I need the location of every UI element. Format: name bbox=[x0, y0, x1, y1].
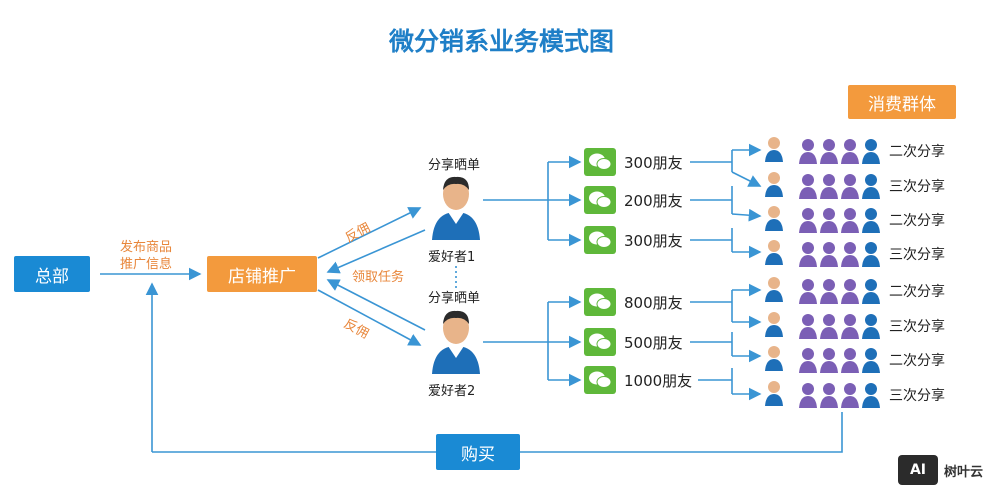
consumer-person-icon bbox=[764, 276, 784, 306]
fan1-avatar-icon bbox=[432, 176, 480, 240]
purchase-box: 购买 bbox=[436, 434, 520, 470]
wechat-icon bbox=[584, 288, 616, 316]
store-promotion-box: 店铺推广 bbox=[207, 256, 317, 292]
consumer-group-icon bbox=[798, 278, 881, 304]
consumer-group-icon bbox=[798, 241, 881, 267]
consumer-person-icon bbox=[764, 205, 784, 235]
consumer-person-icon bbox=[764, 136, 784, 166]
fan1-label: 爱好者1 bbox=[428, 250, 476, 265]
share-label-fan1: 分享晒单 bbox=[428, 158, 481, 173]
share-level-label: 二次分享 bbox=[889, 213, 945, 229]
friends-row-5: 500朋友 bbox=[584, 328, 683, 356]
take-task-label: 领取任务 bbox=[352, 270, 405, 285]
friends-count: 1000朋友 bbox=[624, 371, 693, 390]
friends-count: 500朋友 bbox=[624, 333, 683, 352]
friends-row-6: 1000朋友 bbox=[584, 366, 692, 394]
friends-row-4: 800朋友 bbox=[584, 288, 683, 316]
consumer-person-icon bbox=[764, 345, 784, 375]
fan2-label: 爱好者2 bbox=[428, 384, 476, 399]
share-level-label: 三次分享 bbox=[889, 388, 945, 404]
consumer-row: 二次分享 bbox=[764, 136, 945, 166]
publish-label-line2: 推广信息 bbox=[120, 257, 173, 272]
consumer-row: 三次分享 bbox=[764, 380, 945, 410]
consumer-person-icon bbox=[764, 171, 784, 201]
consumer-row: 二次分享 bbox=[764, 205, 945, 235]
fan2-avatar-icon bbox=[432, 310, 480, 374]
hq-box: 总部 bbox=[14, 256, 90, 292]
share-level-label: 二次分享 bbox=[889, 353, 945, 369]
share-level-label: 三次分享 bbox=[889, 179, 945, 195]
friends-count: 200朋友 bbox=[624, 191, 683, 210]
consumer-group-icon bbox=[798, 382, 881, 408]
consumer-row: 三次分享 bbox=[764, 311, 945, 341]
consumer-row: 二次分享 bbox=[764, 345, 945, 375]
consumer-group-icon bbox=[798, 313, 881, 339]
brand-logo: AI 树叶云 bbox=[898, 455, 983, 485]
consumer-group-icon bbox=[798, 347, 881, 373]
friends-count: 300朋友 bbox=[624, 231, 683, 250]
wechat-icon bbox=[584, 148, 616, 176]
share-level-label: 二次分享 bbox=[889, 284, 945, 300]
consumer-group-icon bbox=[798, 138, 881, 164]
page-title: 微分销系业务模式图 bbox=[388, 27, 614, 56]
share-level-label: 三次分享 bbox=[889, 247, 945, 263]
wechat-icon bbox=[584, 328, 616, 356]
wechat-icon bbox=[584, 366, 616, 394]
share-level-label: 三次分享 bbox=[889, 319, 945, 335]
publish-label-line1: 发布商品 bbox=[120, 240, 173, 255]
friends-row-1: 300朋友 bbox=[584, 148, 683, 176]
consumer-person-icon bbox=[764, 239, 784, 269]
friends-row-2: 200朋友 bbox=[584, 186, 683, 214]
wechat-icon bbox=[584, 226, 616, 254]
consumer-group-icon bbox=[798, 207, 881, 233]
logo-mark: AI bbox=[898, 455, 938, 485]
consumer-row: 二次分享 bbox=[764, 276, 945, 306]
friends-row-3: 300朋友 bbox=[584, 226, 683, 254]
share-level-label: 二次分享 bbox=[889, 144, 945, 160]
wechat-icon bbox=[584, 186, 616, 214]
consumer-row: 三次分享 bbox=[764, 171, 945, 201]
consumer-row: 三次分享 bbox=[764, 239, 945, 269]
logo-text: 树叶云 bbox=[944, 464, 984, 480]
consumer-person-icon bbox=[764, 380, 784, 410]
share-label-fan2: 分享晒单 bbox=[428, 291, 481, 306]
friends-count: 300朋友 bbox=[624, 153, 683, 172]
friends-count: 800朋友 bbox=[624, 293, 683, 312]
consumer-person-icon bbox=[764, 311, 784, 341]
consumer-group-box: 消费群体 bbox=[848, 85, 956, 119]
consumer-group-icon bbox=[798, 173, 881, 199]
